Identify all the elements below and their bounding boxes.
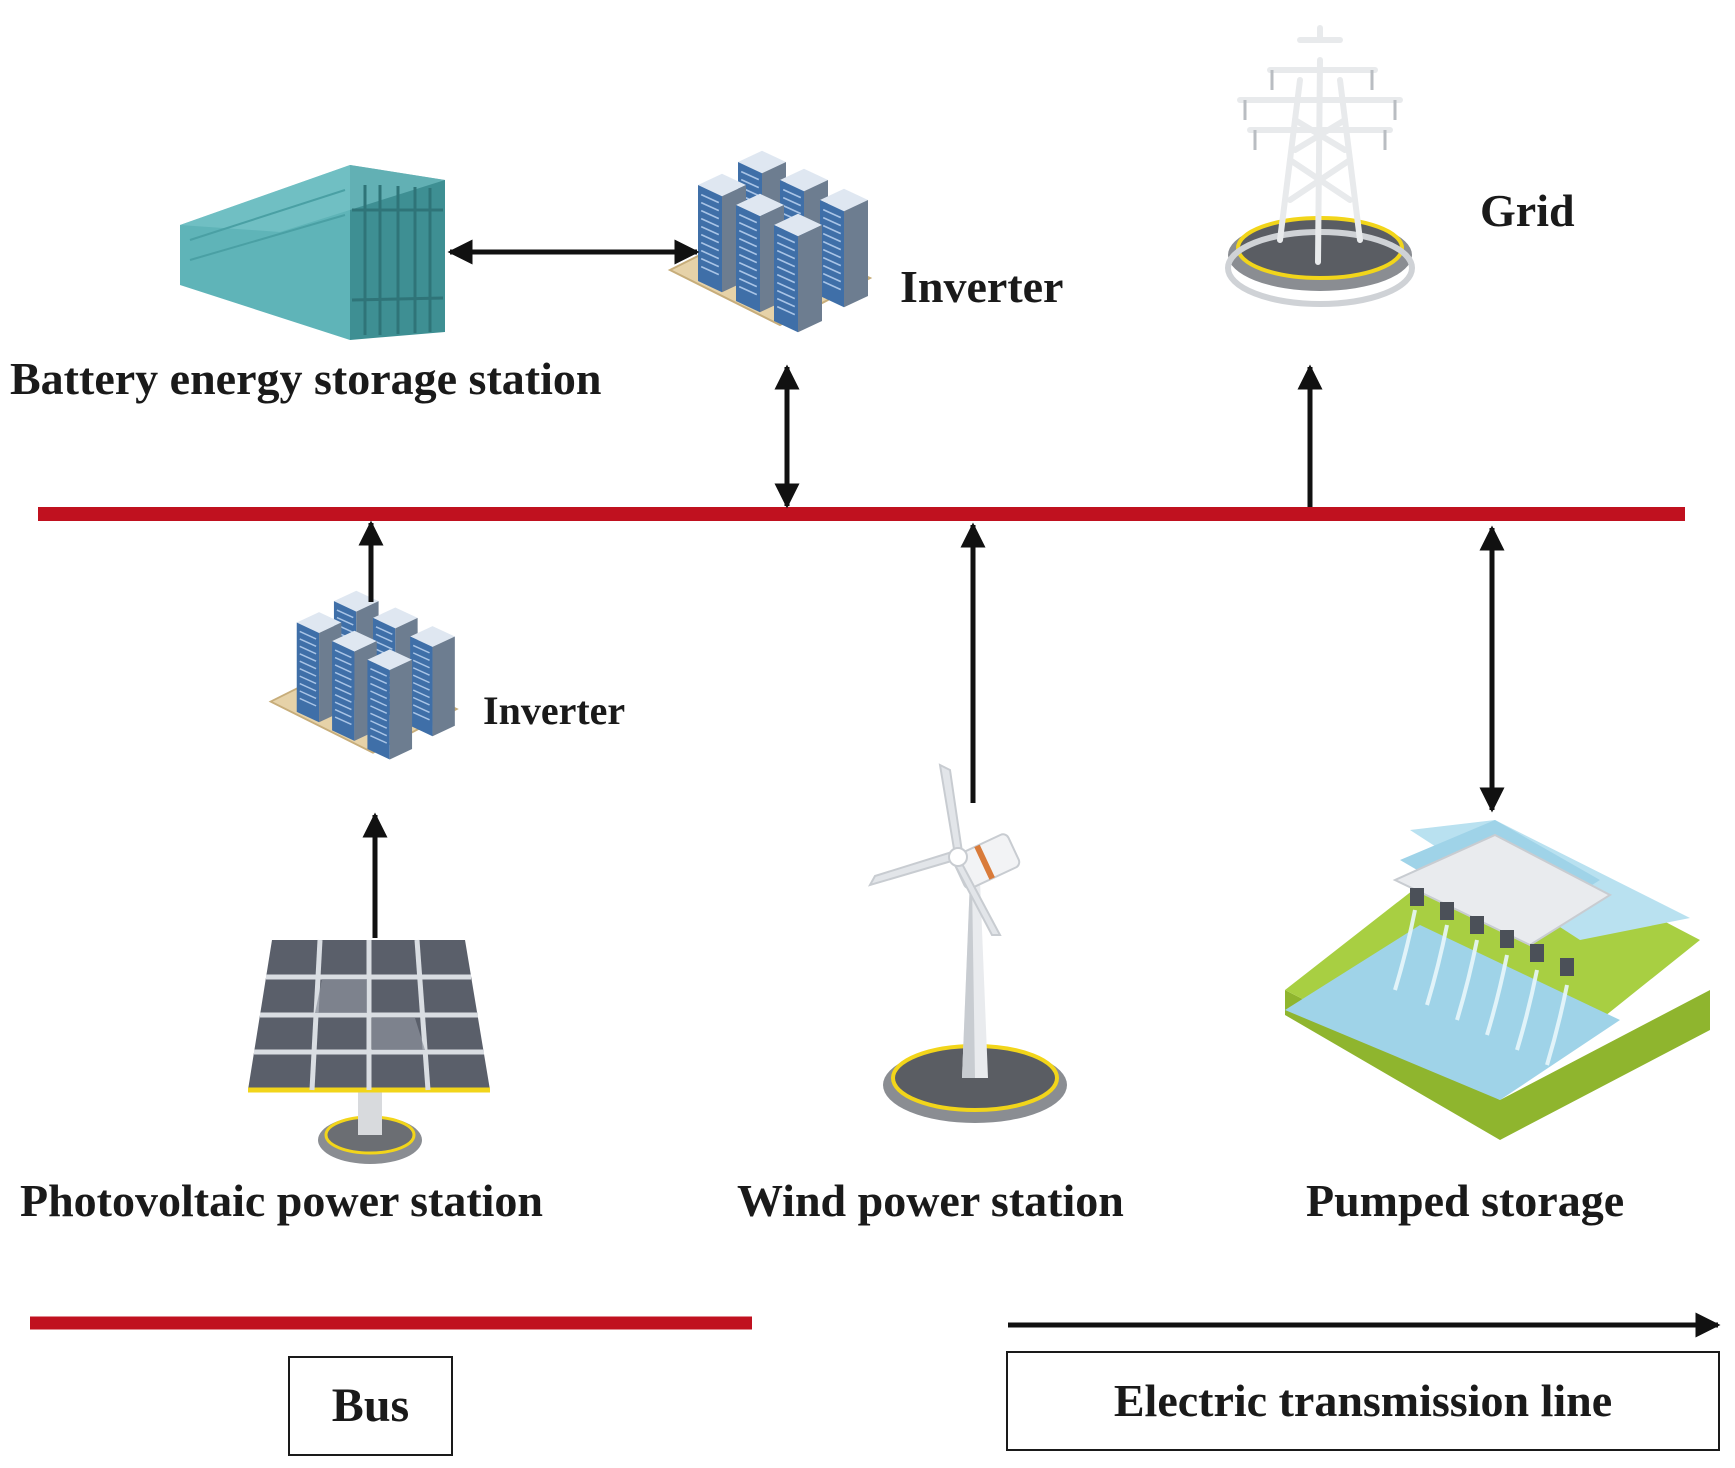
wind-turbine-icon: [867, 763, 1067, 1123]
legend-line-box: Electric transmission line: [1006, 1351, 1720, 1451]
inverter-top-label: Inverter: [900, 261, 1064, 312]
pumped-storage-dam-icon: [1285, 820, 1710, 1140]
legend-bus-label: Bus: [331, 1379, 410, 1432]
legend-bus-box: Bus: [288, 1356, 453, 1456]
legend-line-label: Electric transmission line: [1113, 1375, 1613, 1426]
battery-storage-label: Battery energy storage station: [10, 353, 602, 404]
inverter-icon: [271, 591, 457, 760]
inverter-pv-label: Inverter: [483, 688, 626, 733]
battery-container-icon: [180, 165, 445, 340]
wind-label: Wind power station: [737, 1175, 1124, 1226]
inverter-icon: [670, 151, 870, 332]
transmission-tower-icon: [1225, 25, 1415, 307]
grid-label: Grid: [1480, 185, 1575, 236]
pumped-storage-label: Pumped storage: [1306, 1175, 1625, 1226]
solar-panel-icon: [248, 939, 490, 1164]
photovoltaic-label: Photovoltaic power station: [20, 1175, 544, 1226]
connection-arrows: [358, 239, 1505, 938]
